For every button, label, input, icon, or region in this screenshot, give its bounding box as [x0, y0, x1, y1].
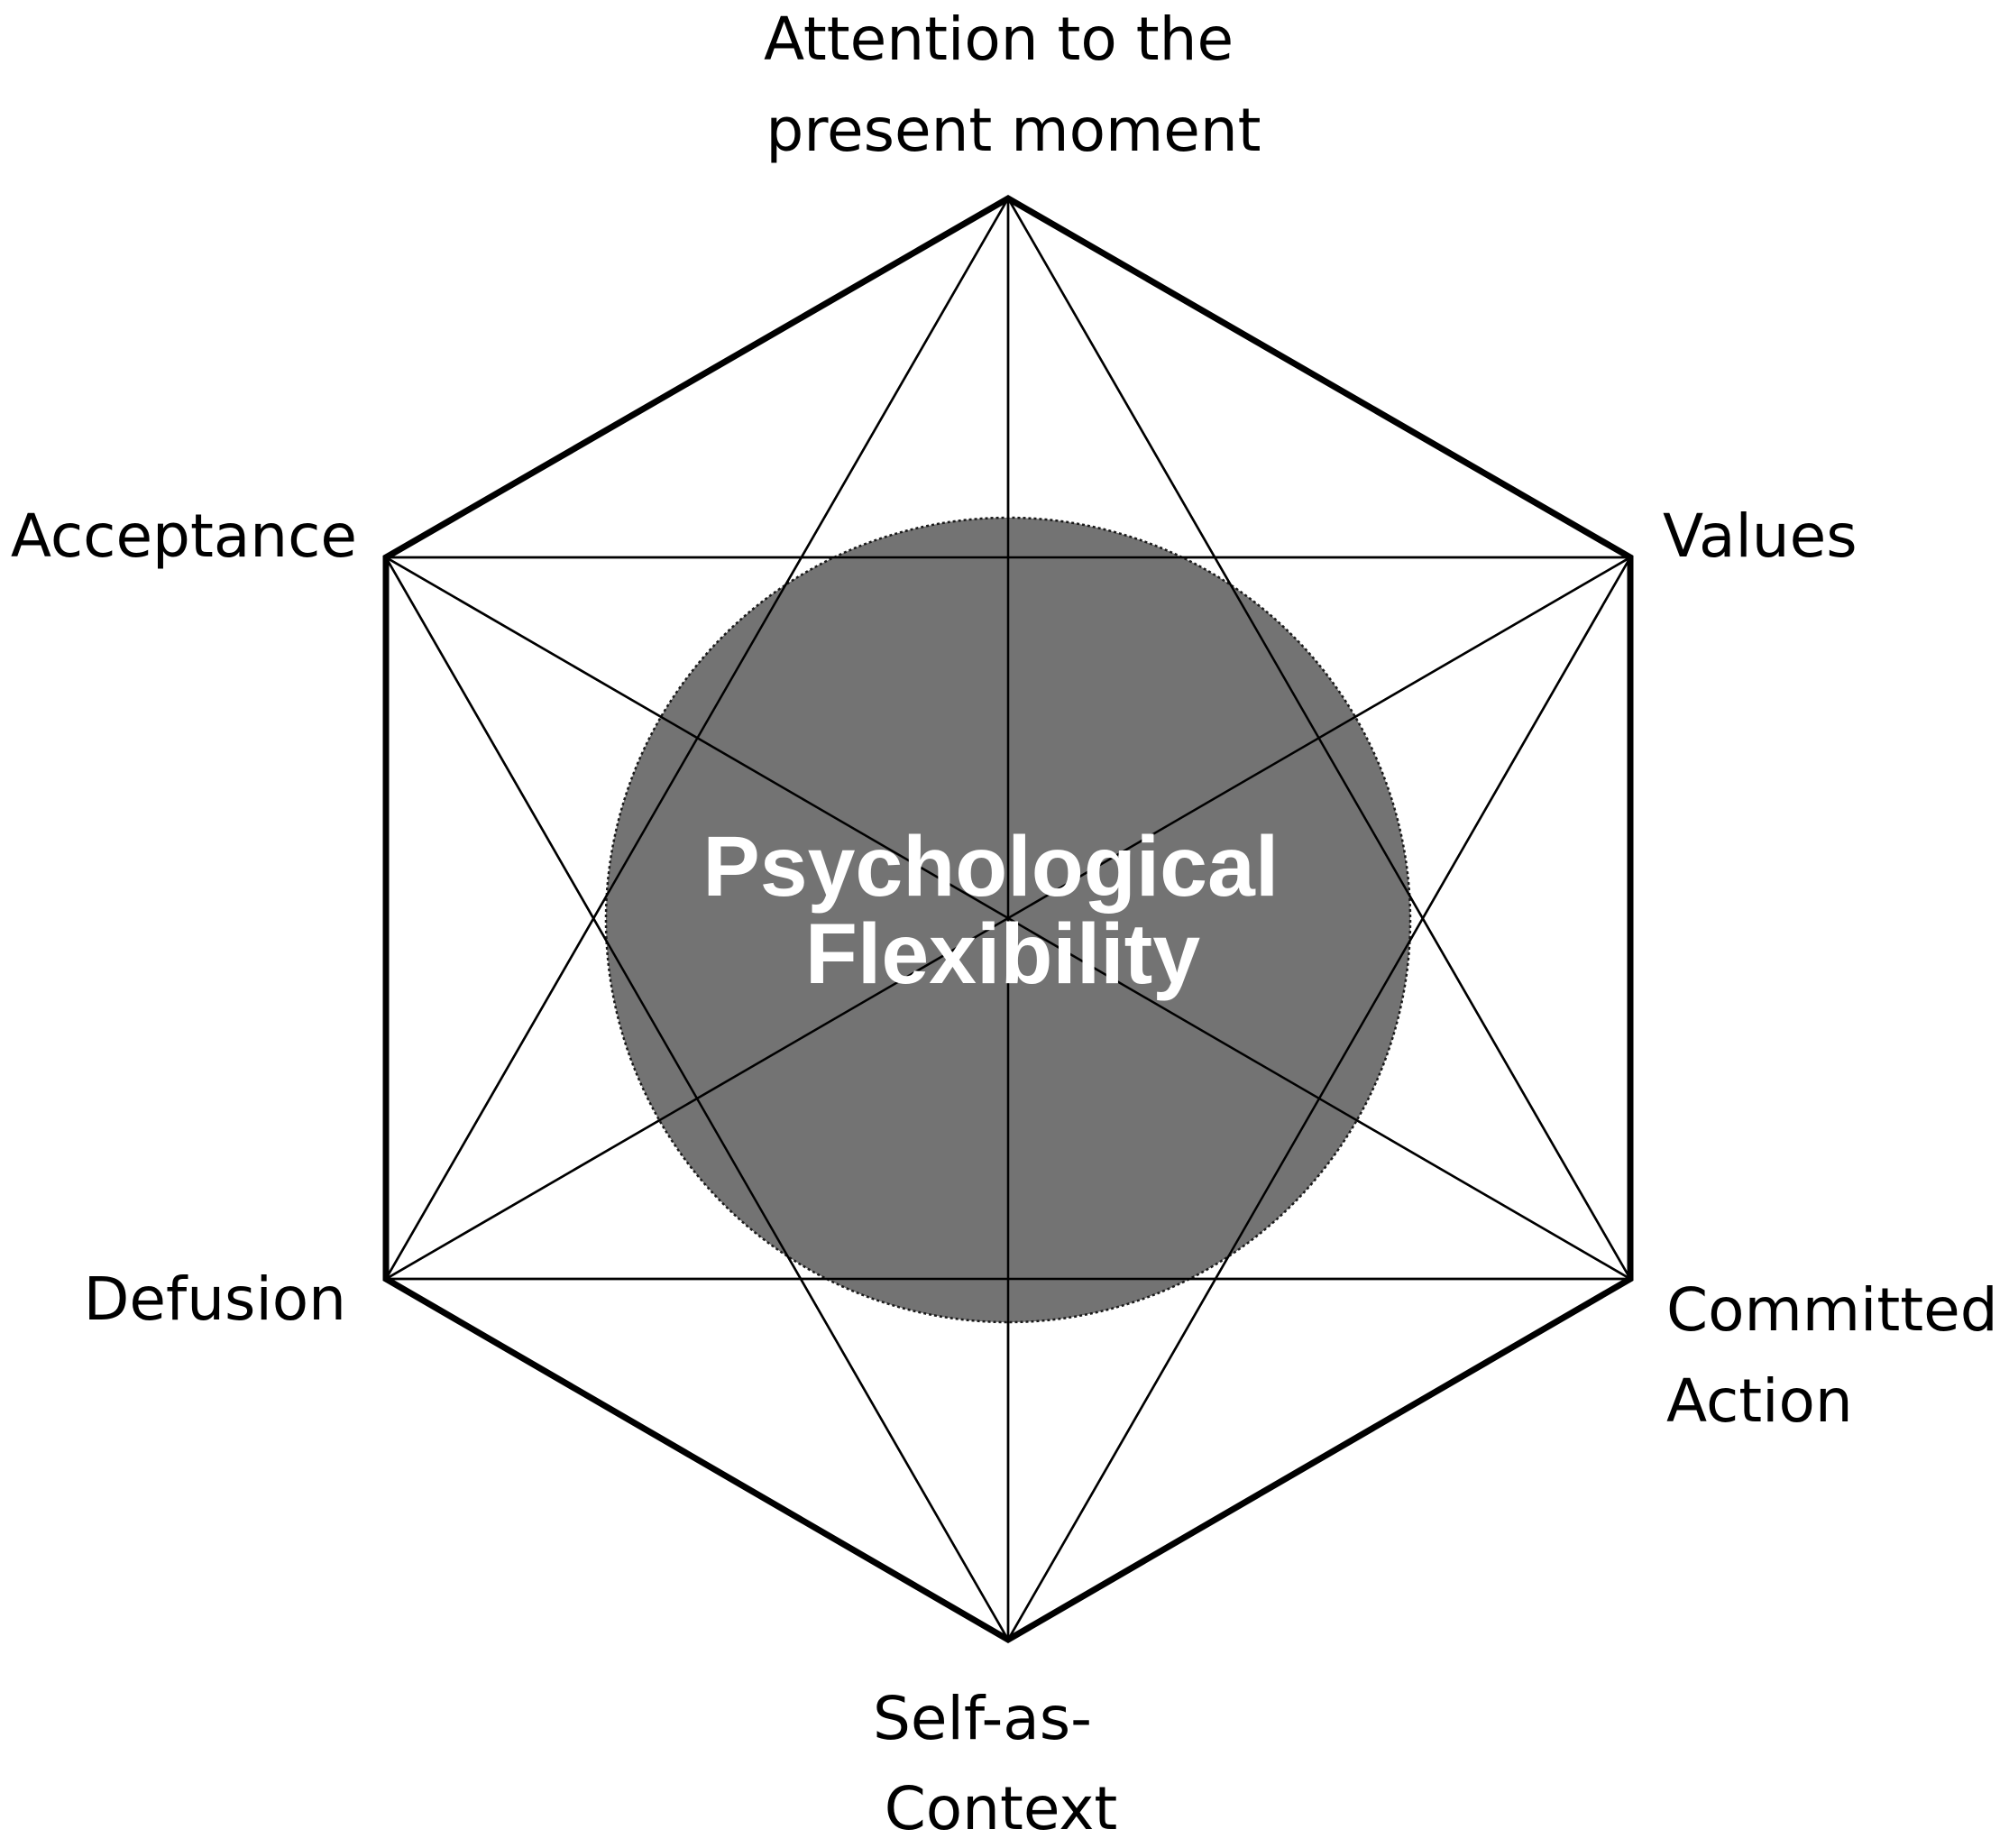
label-committed-action-line-2: Action	[1666, 1366, 1853, 1436]
label-defusion-line-1: Defusion	[84, 1264, 346, 1334]
center-label-line-2: Flexibility	[805, 906, 1200, 1002]
label-self-as-context: Self-as- Context	[873, 1684, 1117, 1843]
connector-self-as-context-acceptance-over	[384, 556, 1010, 1641]
center-label-line-1: Psychological	[702, 819, 1279, 915]
label-self-as-context-line-1: Self-as-	[873, 1684, 1092, 1753]
hexagon-outline	[382, 194, 1634, 1644]
label-values: Values	[1663, 501, 1858, 571]
label-acceptance: Acceptance	[11, 501, 357, 571]
label-committed-action-line-1: Committed	[1666, 1275, 1998, 1345]
label-present-moment-line-2: present moment	[766, 96, 1261, 165]
label-present-moment-line-1: Attention to the	[764, 5, 1234, 74]
connector-committed-action-acceptance-over	[385, 556, 1631, 1281]
connector-lines-over-circle	[384, 198, 1632, 1641]
label-committed-action: Committed Action	[1666, 1275, 2009, 1436]
label-defusion: Defusion	[84, 1264, 346, 1334]
label-acceptance-line-1: Acceptance	[11, 501, 357, 571]
label-values-line-1: Values	[1663, 501, 1858, 571]
label-self-as-context-line-2: Context	[885, 1774, 1118, 1843]
center-label: Psychological Flexibility	[702, 819, 1302, 1002]
label-present-moment: Attention to the present moment	[764, 5, 1261, 165]
